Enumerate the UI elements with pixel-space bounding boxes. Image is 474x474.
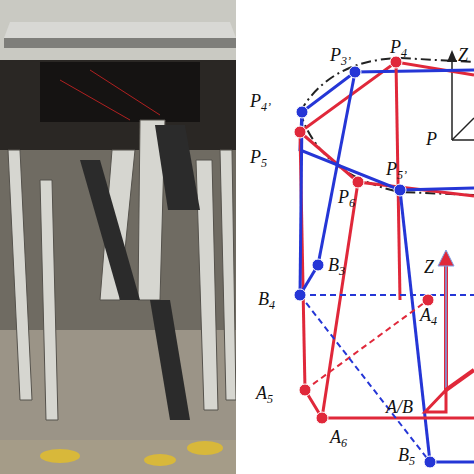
point-label: A5 bbox=[256, 384, 273, 405]
point-label: P5’ bbox=[386, 160, 407, 181]
point-label: B5 bbox=[398, 446, 415, 467]
point-label: B4 bbox=[258, 290, 275, 311]
point-label: P bbox=[426, 130, 437, 148]
point-label: B3 bbox=[328, 256, 345, 277]
point-label: A/B bbox=[386, 398, 413, 416]
point-label: A6 bbox=[330, 428, 347, 449]
point-label: P4’ bbox=[250, 92, 271, 113]
point-label: P6 bbox=[338, 188, 355, 209]
point-label: A4 bbox=[420, 306, 437, 327]
point-label: P4 bbox=[390, 38, 407, 59]
point-label: Z bbox=[458, 46, 468, 64]
point-label: Z bbox=[424, 258, 434, 276]
point-label: P3’ bbox=[330, 46, 351, 67]
point-label: P5 bbox=[250, 148, 267, 169]
